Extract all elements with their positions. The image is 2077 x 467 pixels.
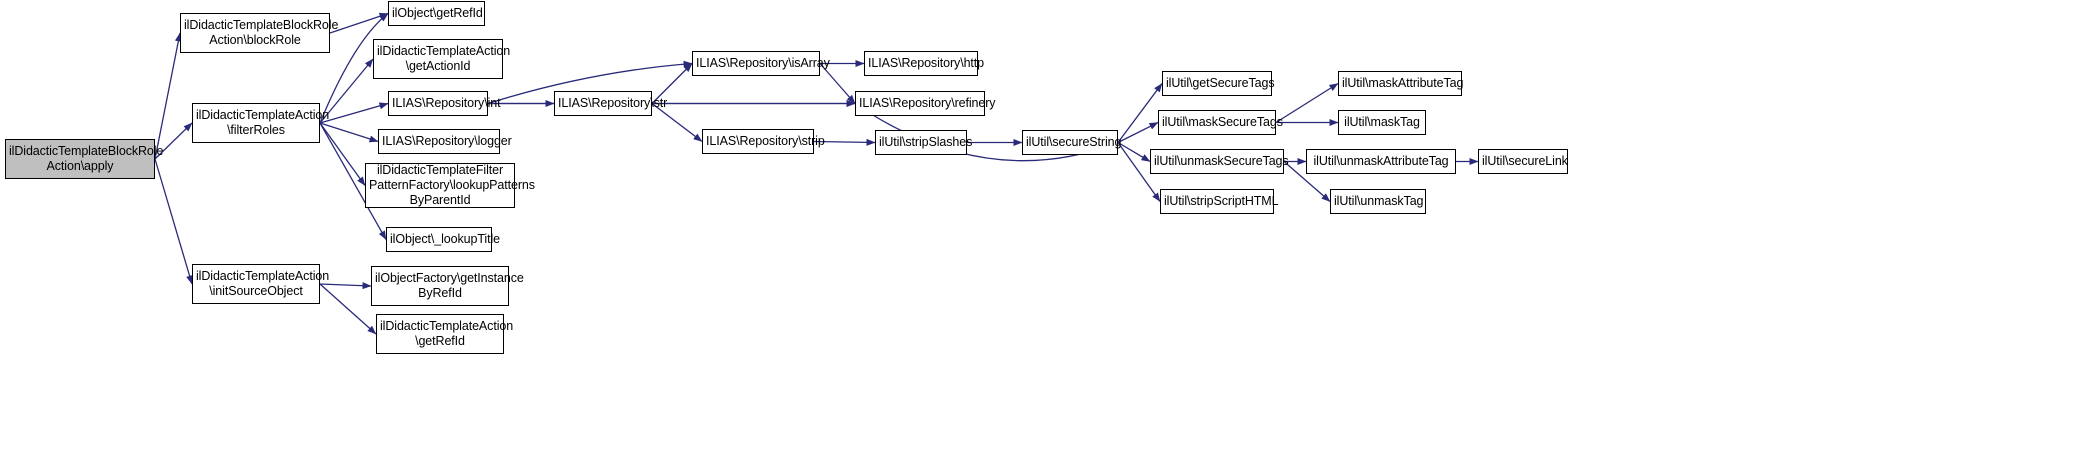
graph-node-getSecureTags[interactable]: ilUtil\getSecureTags <box>1162 71 1275 96</box>
graph-node-maskSecureTags[interactable]: ilUtil\maskSecureTags <box>1158 110 1283 135</box>
graph-node-label: ilUtil\maskSecureTags <box>1162 115 1283 130</box>
edge-secureString-to-maskSecureTags <box>1117 121 1159 144</box>
graph-node-label: ILIAS\Repository\http <box>868 56 985 71</box>
edge-filterRoles-to-lookupPatterns <box>319 122 366 186</box>
graph-node-maskAttributeTag[interactable]: ilUtil\maskAttributeTag <box>1338 71 1464 96</box>
graph-node-logger[interactable]: ILIAS\Repository\logger <box>378 129 512 154</box>
graph-node-initSourceObject[interactable]: ilDidacticTemplateAction \initSourceObje… <box>192 264 330 304</box>
graph-node-getInstanceByRefId[interactable]: ilObjectFactory\getInstance ByRefId <box>371 266 524 306</box>
graph-node-label: ilDidacticTemplateBlockRole Action\block… <box>184 18 339 47</box>
graph-node-label: ILIAS\Repository\int <box>392 96 501 111</box>
graph-node-label: ilObjectFactory\getInstance ByRefId <box>375 271 524 300</box>
graph-node-label: ilDidacticTemplateBlockRole Action\apply <box>9 144 164 173</box>
graph-node-label: ilDidacticTemplateAction \getActionId <box>377 44 511 73</box>
graph-node-label: ILIAS\Repository\strip <box>706 134 825 149</box>
graph-node-label: ilObject\_lookupTitle <box>390 232 500 247</box>
graph-node-label: ilUtil\unmaskAttributeTag <box>1313 154 1449 169</box>
edge-blockRole-to-getRefId <box>329 12 389 34</box>
graph-node-label: ilUtil\maskAttributeTag <box>1342 76 1464 91</box>
edge-maskSecureTags-to-maskAttributeTag <box>1275 82 1339 124</box>
graph-node-label: ilUtil\unmaskSecureTags <box>1154 154 1289 169</box>
graph-node-label: ILIAS\Repository\refinery <box>859 96 996 111</box>
graph-node-unmaskSecureTags[interactable]: ilUtil\unmaskSecureTags <box>1150 149 1289 174</box>
graph-node-label: ilUtil\secureString <box>1026 135 1122 150</box>
graph-node-str[interactable]: ILIAS\Repository\str <box>554 91 668 116</box>
edge-initSourceObject-to-actionGetRefId <box>319 283 377 335</box>
graph-node-stripScriptHTML[interactable]: ilUtil\stripScriptHTML <box>1160 189 1279 214</box>
graph-node-label: ilObject\getRefId <box>392 6 483 21</box>
graph-node-label: ilUtil\stripScriptHTML <box>1164 194 1279 209</box>
graph-node-unmaskAttributeTag[interactable]: ilUtil\unmaskAttributeTag <box>1306 149 1456 174</box>
edge-apply-to-initSourceObject <box>154 158 193 285</box>
graph-node-label: ilDidacticTemplateFilter PatternFactory\… <box>369 163 535 207</box>
graph-node-label: ilDidacticTemplateAction \getRefId <box>380 319 514 348</box>
graph-node-isArray[interactable]: ILIAS\Repository\isArray <box>692 51 830 76</box>
graph-node-blockRole[interactable]: ilDidacticTemplateBlockRole Action\block… <box>180 13 339 53</box>
graph-node-actionGetRefId[interactable]: ilDidacticTemplateAction \getRefId <box>376 314 514 354</box>
graph-node-getRefId[interactable]: ilObject\getRefId <box>388 1 485 26</box>
edge-apply-to-blockRole <box>154 32 182 160</box>
graph-node-lookupPatterns[interactable]: ilDidacticTemplateFilter PatternFactory\… <box>365 163 535 208</box>
edge-secureString-to-getSecureTags <box>1117 83 1163 143</box>
graph-node-label: ilUtil\getSecureTags <box>1166 76 1275 91</box>
graph-node-label: ilUtil\stripSlashes <box>879 135 973 150</box>
graph-node-http[interactable]: ILIAS\Repository\http <box>864 51 985 76</box>
graph-node-unmaskTag[interactable]: ilUtil\unmaskTag <box>1330 189 1426 214</box>
graph-node-label: ilDidacticTemplateAction \filterRoles <box>196 108 330 137</box>
graph-node-label: ILIAS\Repository\str <box>558 96 668 111</box>
graph-node-label: ilUtil\maskTag <box>1344 115 1420 130</box>
graph-node-label: ILIAS\Repository\logger <box>382 134 512 149</box>
graph-node-getActionId[interactable]: ilDidacticTemplateAction \getActionId <box>373 39 511 79</box>
graph-node-label: ilDidacticTemplateAction \initSourceObje… <box>196 269 330 298</box>
graph-node-label: ILIAS\Repository\isArray <box>696 56 830 71</box>
graph-node-refinery[interactable]: ILIAS\Repository\refinery <box>855 91 996 116</box>
graph-node-int[interactable]: ILIAS\Repository\int <box>388 91 501 116</box>
edge-initSourceObject-to-getInstanceByRefId <box>319 282 372 290</box>
graph-node-lookupTitle[interactable]: ilObject\_lookupTitle <box>386 227 500 252</box>
graph-node-filterRoles[interactable]: ilDidacticTemplateAction \filterRoles <box>192 103 330 143</box>
edge-filterRoles-to-int <box>319 102 389 124</box>
graph-node-maskTag[interactable]: ilUtil\maskTag <box>1338 110 1426 135</box>
graph-node-stripSlashes[interactable]: ilUtil\stripSlashes <box>875 130 973 155</box>
graph-node-strip[interactable]: ILIAS\Repository\strip <box>702 129 825 154</box>
edge-secureString-to-unmaskSecureTags <box>1117 141 1151 163</box>
graph-node-secureString[interactable]: ilUtil\secureString <box>1022 130 1122 155</box>
graph-node-secureLink[interactable]: ilUtil\secureLink <box>1478 149 1568 174</box>
graph-node-apply[interactable]: ilDidacticTemplateBlockRole Action\apply <box>5 139 164 179</box>
edge-filterRoles-to-logger <box>319 122 379 143</box>
graph-node-label: ilUtil\unmaskTag <box>1334 194 1424 209</box>
graph-node-label: ilUtil\secureLink <box>1482 154 1568 169</box>
